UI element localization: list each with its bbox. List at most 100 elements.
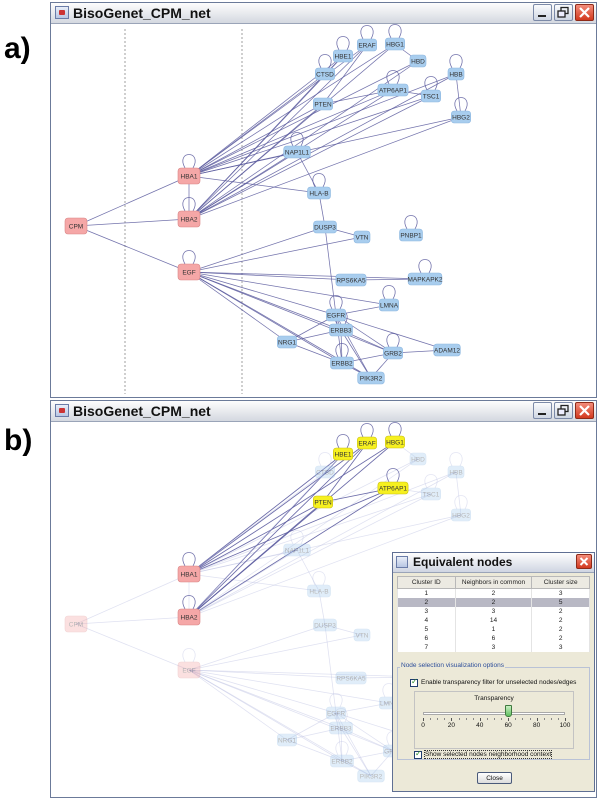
node-hbg2[interactable]: HBG2 (450, 508, 471, 522)
node-pik3r2[interactable]: PIK3R2 (357, 371, 385, 385)
node-pik3r2[interactable]: PIK3R2 (357, 769, 385, 783)
network-edge[interactable] (188, 73, 457, 177)
network-edge[interactable] (340, 727, 372, 777)
node-hbg1[interactable]: HBG1 (384, 435, 405, 449)
network-edge[interactable] (296, 151, 320, 194)
node-nap1l1[interactable]: NAP1L1 (283, 145, 311, 159)
node-hbd[interactable]: HBD (409, 54, 427, 68)
node-ctsd[interactable]: CTSD (314, 465, 335, 479)
node-eraf[interactable]: ERAF (356, 38, 377, 52)
node-tsc1[interactable]: TSC1 (420, 487, 441, 501)
network-edge[interactable] (75, 225, 190, 273)
node-pten[interactable]: PTEN (312, 97, 333, 111)
node-hbe1[interactable]: HBE1 (332, 447, 353, 461)
node-hba2[interactable]: HBA2 (177, 608, 201, 626)
node-egfr[interactable]: EGFR (325, 706, 346, 720)
minimize-button[interactable] (533, 4, 552, 21)
node-cpm[interactable]: CPM (64, 615, 88, 633)
node-erbb3[interactable]: ERBB3 (329, 323, 353, 337)
network-edge[interactable] (188, 487, 394, 575)
close-button[interactable] (575, 402, 594, 419)
node-egf[interactable]: EGF (177, 661, 201, 679)
network-edge[interactable] (188, 514, 462, 618)
network-edge[interactable] (188, 226, 326, 273)
network-edge[interactable] (188, 471, 326, 618)
network-edge[interactable] (341, 760, 372, 777)
network-edge[interactable] (188, 151, 298, 220)
node-hbb[interactable]: HBB (447, 67, 465, 81)
network-edge[interactable] (318, 590, 326, 626)
transparency-slider-thumb[interactable] (504, 705, 512, 717)
network-edge[interactable] (188, 501, 324, 575)
network-edge[interactable] (188, 73, 326, 177)
network-edge[interactable] (335, 314, 448, 351)
dialog-close-button[interactable] (576, 554, 592, 569)
network-edge[interactable] (188, 103, 324, 220)
network-edge[interactable] (322, 442, 368, 503)
network-edge[interactable] (188, 669, 394, 752)
node-rps6ka5[interactable]: RPS6KA5 (335, 273, 367, 287)
network-edge[interactable] (188, 669, 352, 679)
node-atp6ap1[interactable]: ATP6AP1 (377, 481, 409, 495)
network-edge[interactable] (340, 329, 372, 379)
minimize-button[interactable] (533, 402, 552, 419)
network-edge[interactable] (188, 151, 298, 177)
network-edge[interactable] (455, 471, 462, 516)
node-hba1[interactable]: HBA1 (177, 167, 201, 185)
node-vtn[interactable]: VTN (353, 628, 371, 642)
node-hba1[interactable]: HBA1 (177, 565, 201, 583)
node-atp6ap1[interactable]: ATP6AP1 (377, 83, 409, 97)
node-nrg1[interactable]: NRG1 (277, 335, 298, 349)
network-edge[interactable] (335, 702, 390, 714)
node-erbb2[interactable]: ERBB2 (330, 356, 354, 370)
network-edge[interactable] (335, 314, 394, 354)
network-edge[interactable] (188, 669, 390, 704)
show-context-checkbox[interactable] (414, 749, 422, 759)
node-hbd[interactable]: HBD (409, 452, 427, 466)
node-lmna[interactable]: LMNA (378, 298, 399, 312)
node-grb2[interactable]: GRB2 (382, 346, 403, 360)
network-edge[interactable] (188, 549, 298, 618)
network-edge[interactable] (188, 669, 372, 777)
node-erbb2[interactable]: ERBB2 (330, 754, 354, 768)
node-pten[interactable]: PTEN (312, 495, 333, 509)
network-edge[interactable] (75, 573, 190, 625)
network-edge[interactable] (335, 712, 343, 762)
node-hbb[interactable]: HBB (447, 465, 465, 479)
network-edge[interactable] (188, 471, 457, 618)
network-edge[interactable] (188, 634, 363, 671)
network-edge[interactable] (188, 669, 426, 678)
node-hbg2[interactable]: HBG2 (450, 110, 471, 124)
node-pnbp1[interactable]: PNBP1 (399, 228, 423, 242)
network-edge[interactable] (188, 493, 432, 618)
close-button[interactable] (575, 4, 594, 21)
network-edge[interactable] (75, 218, 190, 227)
network-edge[interactable] (188, 501, 324, 618)
node-hbg1[interactable]: HBG1 (384, 37, 405, 51)
network-edge[interactable] (188, 471, 326, 575)
network-edge[interactable] (188, 271, 352, 281)
network-edge[interactable] (341, 750, 394, 762)
node-hba2[interactable]: HBA2 (177, 210, 201, 228)
network-edge[interactable] (324, 624, 337, 714)
network-edge[interactable] (188, 73, 457, 220)
network-edge[interactable] (188, 271, 390, 306)
network-edge[interactable] (286, 727, 342, 741)
node-ctsd[interactable]: CTSD (314, 67, 335, 81)
network-edge[interactable] (188, 95, 432, 220)
network-edge[interactable] (188, 549, 298, 575)
network-edge[interactable] (188, 669, 343, 762)
network-edge[interactable] (188, 669, 288, 741)
node-cpm[interactable]: CPM (64, 217, 88, 235)
network-edge[interactable] (286, 712, 337, 741)
node-hla-b[interactable]: HLA-B (307, 186, 331, 200)
